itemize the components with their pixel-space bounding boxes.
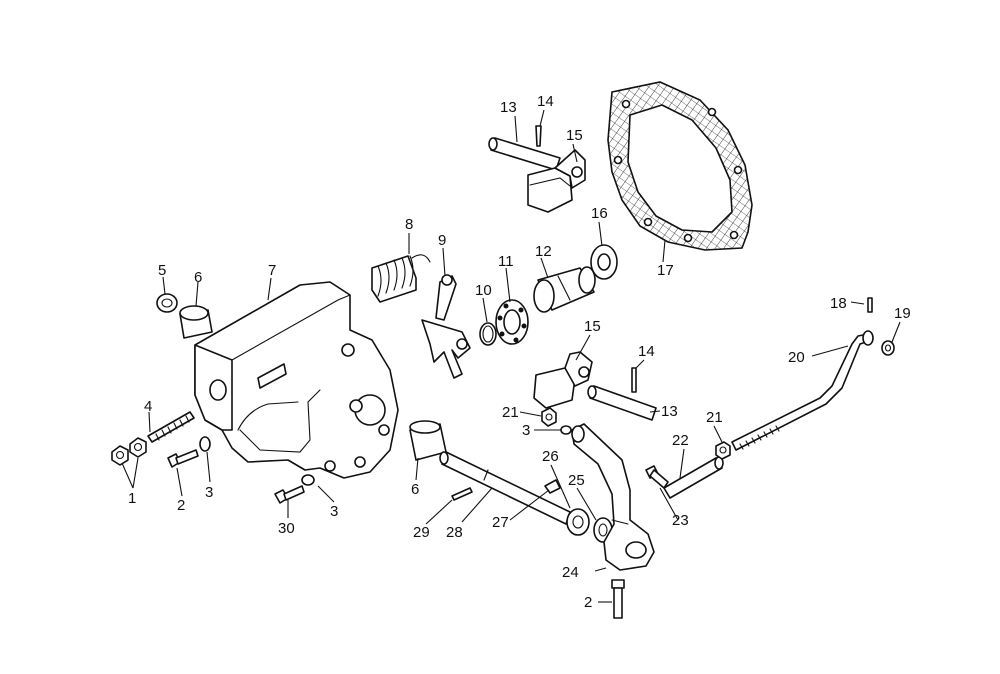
- roll-pin: [451, 487, 473, 501]
- lower-pin: [587, 385, 657, 421]
- release-lever: [421, 274, 471, 379]
- callout-1: 1: [128, 490, 136, 507]
- hex-nut-21-left: [541, 407, 557, 427]
- control-rod: [731, 330, 874, 451]
- callout-14-upper: 14: [537, 93, 554, 110]
- cotter-pin-18: [867, 297, 873, 313]
- hex-nut-21-right: [715, 441, 731, 460]
- callout-6-lower: 6: [411, 481, 419, 498]
- bolt-2-lower: [611, 579, 625, 619]
- callout-16: 16: [591, 205, 608, 222]
- callout-13-lower: 13: [661, 403, 678, 420]
- callout-14-lower: 14: [638, 343, 655, 360]
- snap-ring: [479, 322, 497, 346]
- callout-5: 5: [158, 262, 166, 279]
- callout-27: 27: [492, 514, 509, 531]
- bolt-23: [645, 465, 669, 489]
- callout-19: 19: [894, 305, 911, 322]
- lower-shift-fork: [533, 351, 593, 409]
- leader-lines: [121, 109, 901, 603]
- callout-30: 30: [278, 520, 295, 537]
- callout-10: 10: [475, 282, 492, 299]
- callout-18: 18: [830, 295, 847, 312]
- callout-26: 26: [542, 448, 559, 465]
- upper-shift-fork: [527, 149, 586, 213]
- callout-8: 8: [405, 216, 413, 233]
- callout-23: 23: [672, 512, 689, 529]
- callout-4: 4: [144, 398, 152, 415]
- callout-13-upper: 13: [500, 99, 517, 116]
- callout-15-lower: 15: [584, 318, 601, 335]
- callout-7: 7: [268, 262, 276, 279]
- callout-2-lower: 2: [584, 594, 592, 611]
- return-spring: [371, 254, 431, 303]
- callout-labels: 1 2 2 3 3 3 4 5 6 6 7 8 9 10 11 12 13 13…: [128, 93, 911, 611]
- callout-17: 17: [657, 262, 674, 279]
- hex-nut-pair: [111, 437, 147, 466]
- callout-21-left: 21: [502, 404, 519, 421]
- bolt-30: [274, 485, 305, 504]
- gasket: [607, 81, 753, 251]
- callout-11: 11: [498, 253, 514, 270]
- lower-cotter-pin: [631, 367, 637, 393]
- callout-3-mid: 3: [330, 503, 338, 520]
- washer-3-mid: [301, 474, 315, 486]
- callout-28: 28: [446, 524, 463, 541]
- washer-19: [881, 340, 895, 356]
- washer-3-right: [560, 425, 572, 435]
- washer-16: [590, 244, 618, 280]
- bushing-26: [566, 508, 590, 536]
- callout-3-right: 3: [522, 422, 530, 439]
- callout-6-upper: 6: [194, 269, 202, 286]
- bearing: [495, 299, 529, 345]
- cross-shaft: [439, 451, 571, 525]
- callout-20: 20: [788, 349, 805, 366]
- bushing-6-upper: [179, 305, 213, 339]
- bushing-6-lower: [409, 420, 447, 461]
- callout-22: 22: [672, 432, 689, 449]
- callout-3-left: 3: [205, 484, 213, 501]
- callout-29: 29: [413, 524, 430, 541]
- callout-21-right: 21: [706, 409, 723, 426]
- callout-2-left: 2: [177, 497, 185, 514]
- callout-24: 24: [562, 564, 579, 581]
- bolt-2-left: [167, 449, 199, 468]
- rod-pin-22: [663, 456, 724, 499]
- callout-12: 12: [535, 243, 552, 260]
- upper-pin: [488, 137, 561, 171]
- washer-3-left: [199, 436, 211, 452]
- shift-sleeve: [533, 266, 596, 313]
- callout-15-upper: 15: [566, 127, 583, 144]
- clutch-lever-arm: [571, 423, 655, 571]
- upper-cotter-pin: [535, 125, 542, 147]
- stud-bolt: [147, 411, 195, 443]
- callout-25: 25: [568, 472, 585, 489]
- plug-5: [156, 293, 178, 313]
- clutch-housing: [194, 281, 399, 479]
- callout-9: 9: [438, 232, 446, 249]
